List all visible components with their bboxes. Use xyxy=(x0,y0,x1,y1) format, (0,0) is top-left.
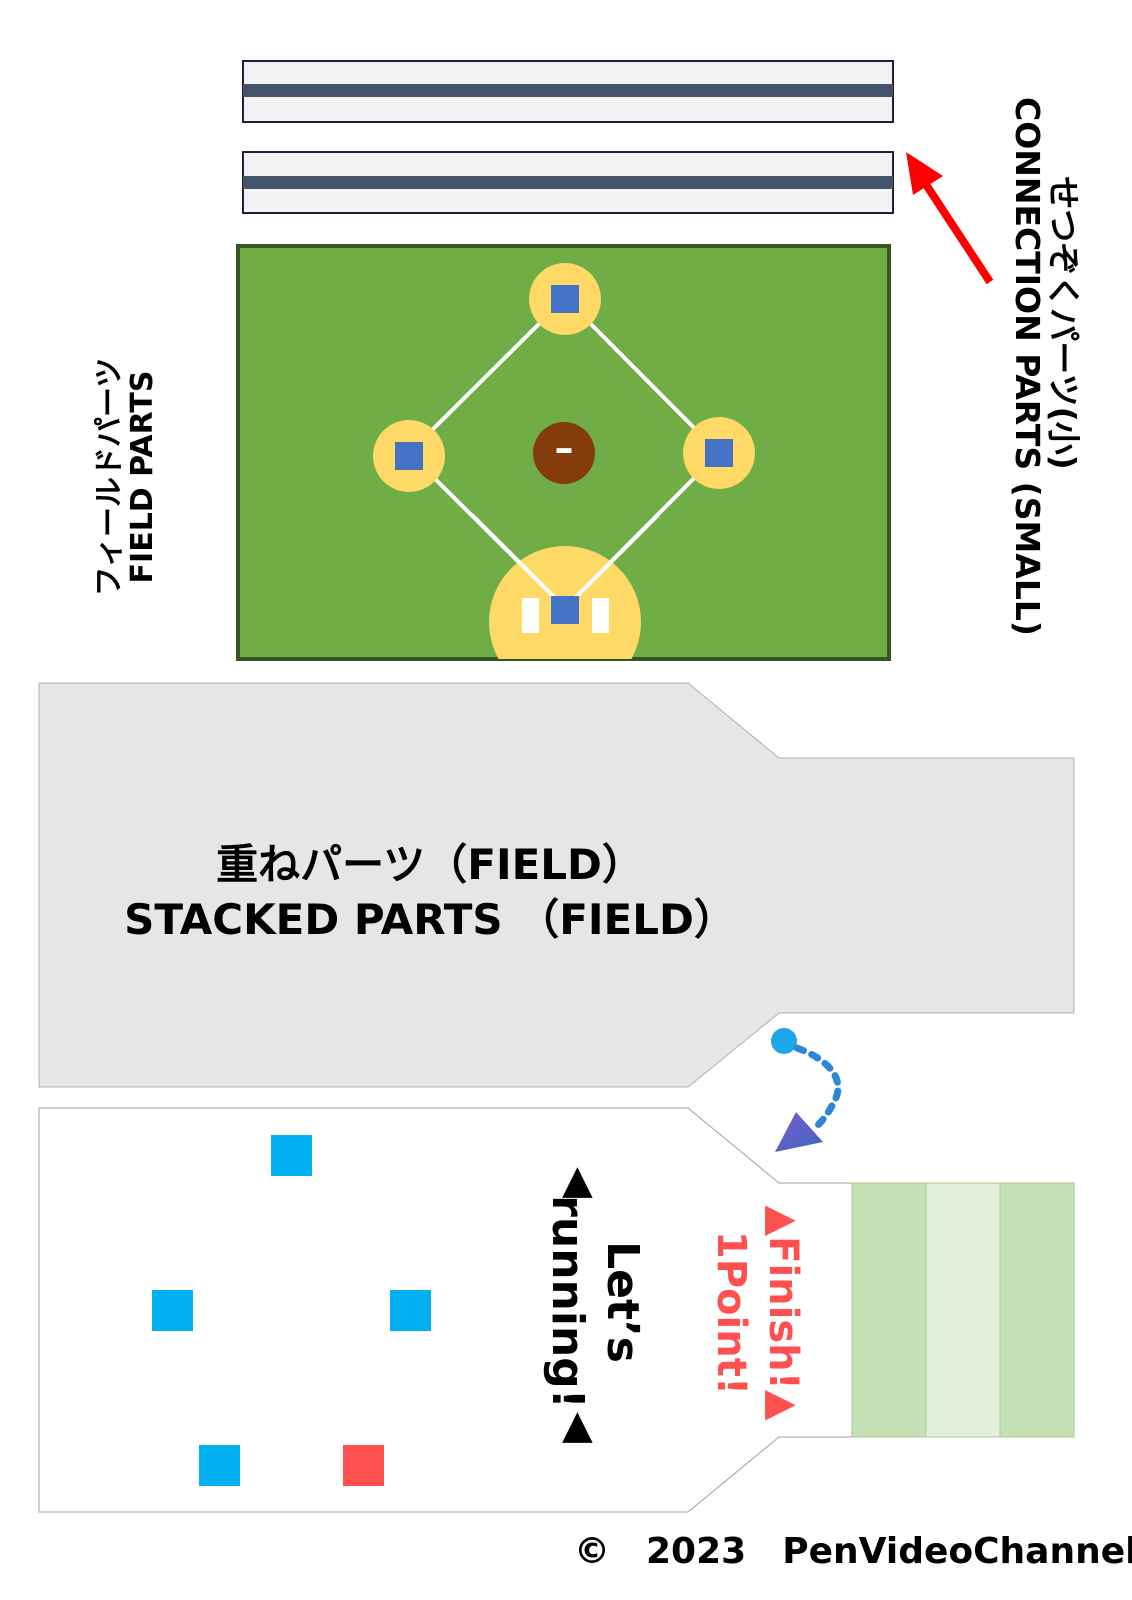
pitcher-mark: – xyxy=(554,426,574,470)
connection-bar-bottom xyxy=(242,151,894,214)
runner-square-top xyxy=(271,1135,312,1176)
finish-label-line2: 1Point! xyxy=(708,1230,754,1396)
field-label-en: FIELD PARTS xyxy=(125,370,160,584)
field-label-jp: フィールドパーツ xyxy=(92,357,127,597)
home-plate xyxy=(551,596,579,624)
triangle-down-icon: ▲ xyxy=(562,1402,593,1448)
pitcher-mound xyxy=(533,422,595,484)
stacked-label-jp: 重ねパーツ（FIELD） xyxy=(216,840,644,889)
connection-label-jp: せつぞくパーツ(小) xyxy=(1044,176,1083,470)
copyright-text: © 2023 PenVideoChannel xyxy=(574,1531,1132,1572)
finish-label-line1: ▲Finish!▲ xyxy=(760,1205,806,1421)
second-base xyxy=(551,285,579,313)
stacked-parts-panel xyxy=(38,682,1075,1088)
runner-square-red xyxy=(343,1445,384,1486)
red-arrow-icon xyxy=(906,152,994,285)
running-label-line1: Let’s xyxy=(597,1241,648,1363)
finish-stripe-2 xyxy=(925,1182,1001,1438)
finish-stripe-1 xyxy=(851,1182,927,1438)
stacked-label-en: STACKED PARTS （FIELD） xyxy=(124,894,736,944)
triangle-up-icon: ▲ xyxy=(562,1157,593,1203)
field-label: フィールドパーツ FIELD PARTS xyxy=(92,332,193,622)
stacked-label: 重ねパーツ（FIELD） STACKED PARTS （FIELD） xyxy=(100,838,760,947)
batter-box-left xyxy=(522,598,539,633)
runner-square-bottom xyxy=(199,1445,240,1486)
connection-bar-top xyxy=(242,60,894,123)
runner-square-left xyxy=(152,1290,193,1331)
finish-stripe-3 xyxy=(999,1182,1075,1438)
fold-arrow-icon xyxy=(771,1028,842,1152)
connection-label: せつぞくパーツ(小) CONNECTION PARTS (SMALL) xyxy=(971,97,1083,636)
runner-square-right xyxy=(390,1290,431,1331)
batter-box-right xyxy=(592,598,609,633)
finish-label: ▲Finish!▲ 1Point! xyxy=(699,1173,809,1453)
field-panel xyxy=(236,244,891,661)
connection-label-en: CONNECTION PARTS (SMALL) xyxy=(1007,97,1047,636)
third-base xyxy=(395,442,423,470)
first-base xyxy=(705,439,733,467)
